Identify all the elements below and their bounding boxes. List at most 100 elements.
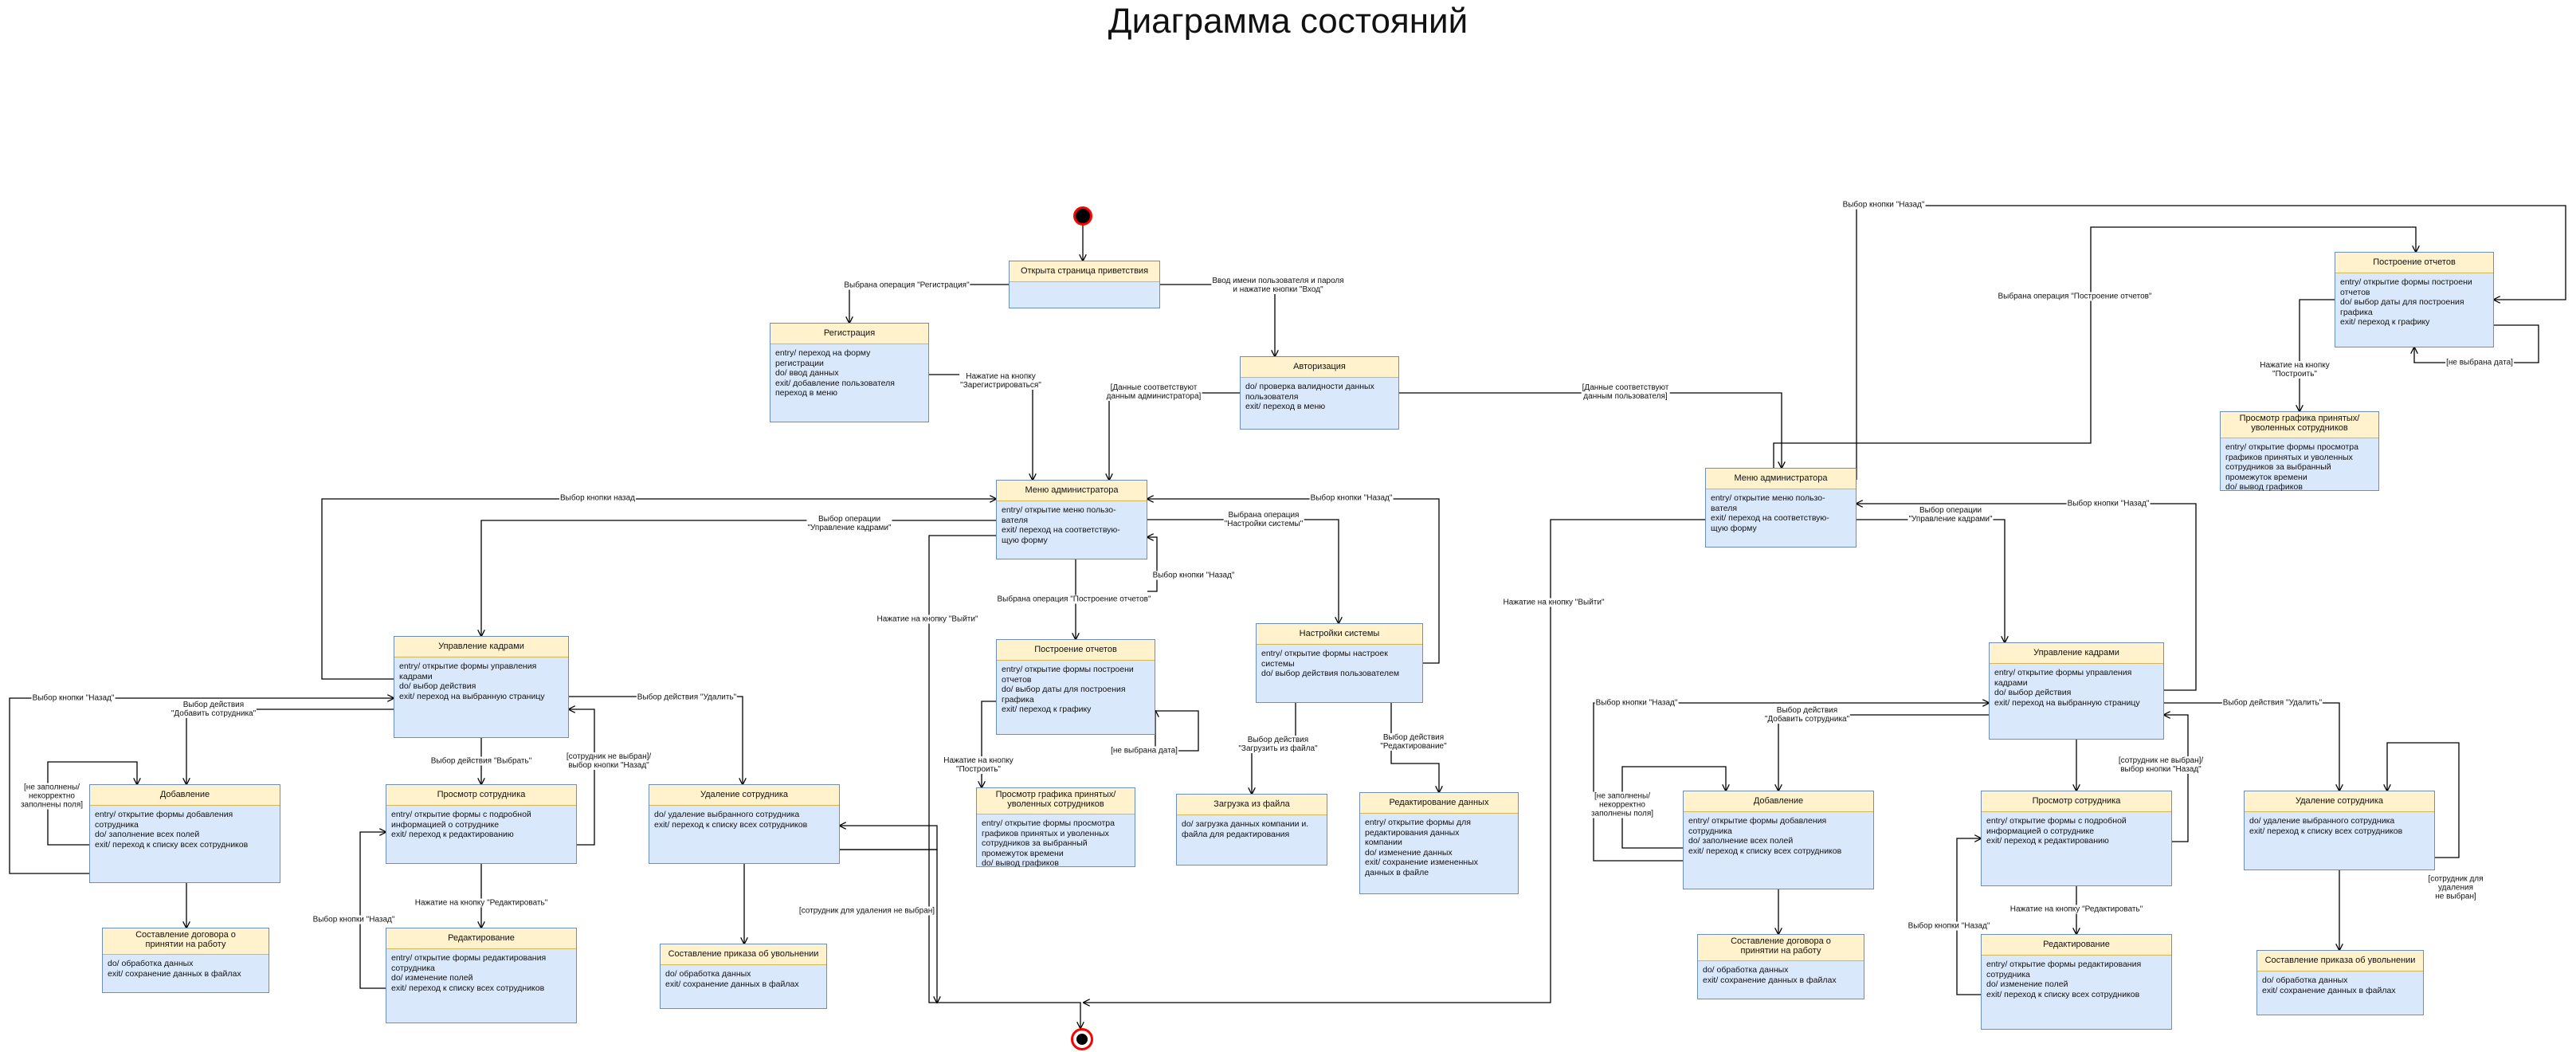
state-activities: do/ обработка данных exit/ сохранение да… bbox=[1703, 965, 1837, 985]
transition-label: [Данные соответствуют данным пользовател… bbox=[1581, 383, 1670, 401]
transition-arrow bbox=[1147, 537, 1158, 592]
state-activities bbox=[1010, 282, 1159, 290]
state-activities: entry/ переход на форму регистрации do/ … bbox=[775, 348, 895, 398]
state-activities: entry/ открытие формы настроек системы d… bbox=[1261, 649, 1400, 679]
state-name: Управление кадрами bbox=[394, 637, 568, 658]
transition-arrow bbox=[849, 284, 1009, 323]
state-welcome: Открыта страница приветствия bbox=[1009, 261, 1160, 308]
transition-arrow bbox=[2300, 299, 2335, 411]
transition-label: Выбор действия "Загрузить из файла" bbox=[1237, 736, 1319, 753]
state-name: Меню администратора bbox=[1706, 469, 1856, 489]
transition-arrow bbox=[1773, 226, 2416, 468]
state-name: Просмотр графика принятых/ уволенных сот… bbox=[2221, 412, 2378, 438]
state-name: Построение отчетов bbox=[997, 640, 1155, 661]
transition-label: Выбрана операция "Настройки системы" bbox=[1223, 511, 1304, 528]
state-name: Редактирование bbox=[386, 928, 576, 949]
transition-label: [не выбрана дата] bbox=[1110, 746, 1178, 756]
state-name: Настройки системы bbox=[1257, 624, 1422, 645]
state-settings: Настройки системы entry/ открытие формы н… bbox=[1256, 623, 1423, 703]
transition-label: Выбор кнопки "Назад" bbox=[1907, 921, 1991, 931]
transition-arrow bbox=[359, 832, 386, 989]
transition-label: Выбор действия "Удалить" bbox=[2221, 698, 2323, 708]
transition-arrow bbox=[569, 696, 743, 784]
transition-arrow bbox=[2164, 715, 2189, 842]
transition-arrow bbox=[1147, 499, 1440, 664]
state-name: Удаление сотрудника bbox=[649, 785, 839, 806]
state-activities: do/ обработка данных exit/ сохранение да… bbox=[2262, 975, 2396, 995]
transition-label: Выбор действия "Добавить сотрудника" bbox=[1763, 706, 1851, 724]
state-name: Открыта страница приветствия bbox=[1010, 261, 1159, 282]
transition-label: Выбрана операция "Построение отчетов" bbox=[996, 595, 1152, 604]
transition-label: Выбор операции "Управление кадрами" bbox=[806, 515, 892, 532]
transition-arrow bbox=[1856, 205, 2566, 480]
state-name: Добавление bbox=[90, 785, 280, 806]
transition-label: Выбор действия "Добавить сотрудника" bbox=[170, 701, 257, 718]
transition-label: Нажатие на кнопку "Зарегистрироваться" bbox=[959, 372, 1042, 390]
state-name: Редактирование bbox=[1982, 935, 2171, 956]
state-activities: do/ удаление выбранного сотрудника exit/… bbox=[654, 810, 808, 830]
transition-label: Выбор кнопки назад bbox=[559, 493, 637, 503]
transition-arrow bbox=[1593, 703, 1989, 862]
state-activities: entry/ открытие формы редактирования сот… bbox=[391, 953, 547, 993]
transition-label: Выбрана операция "Построение отчетов" bbox=[1997, 292, 2153, 301]
transition-label: [не заполнены/ некорректно заполнены пол… bbox=[1590, 791, 1655, 818]
state-name: Составление договора о принятии на работ… bbox=[1698, 935, 1864, 961]
transition-label: Выбор операции "Управление кадрами" bbox=[1907, 506, 1994, 524]
state-activities: entry/ открытие формы добавления сотрудн… bbox=[1688, 816, 1842, 856]
transition-label: [сотрудник для удаления не выбран] bbox=[2427, 874, 2484, 901]
state-activities: do/ обработка данных exit/ сохранение да… bbox=[108, 959, 241, 979]
state-name: Составление договора о принятии на работ… bbox=[103, 928, 269, 955]
transition-label: [сотрудник не выбран]/ выбор кнопки "Наз… bbox=[565, 752, 653, 770]
state-name: Составление приказа об увольнении bbox=[661, 944, 826, 965]
state-activities: entry/ открытие формы просмотра графиков… bbox=[2225, 442, 2358, 493]
transition-label: Нажатие на кнопку "Построить" bbox=[943, 756, 1014, 774]
transition-arrow bbox=[9, 698, 394, 874]
transition-arrow bbox=[1160, 284, 1275, 356]
transition-label: Выбор действия "Редактирование" bbox=[1379, 733, 1448, 751]
transition-arrow bbox=[1857, 504, 2197, 691]
state-activities: do/ проверка валидности данных пользоват… bbox=[1245, 382, 1374, 412]
transition-arrow bbox=[928, 535, 1080, 1028]
state-activities: entry/ открытие формы просмотра графиков… bbox=[982, 818, 1115, 869]
transition-label: Выбор действия "Удалить" bbox=[636, 693, 738, 702]
transition-arrow bbox=[1621, 766, 1726, 849]
transition-label: Выбор кнопки "Назад" bbox=[1309, 493, 1394, 503]
state-contract2: Составление договора о принятии на работ… bbox=[1697, 934, 1864, 999]
transition-label: Выбор кнопки "Назад" bbox=[2066, 499, 2151, 508]
state-name: Просмотр графика принятых/ уволенных сот… bbox=[977, 788, 1135, 815]
transition-arrow bbox=[840, 826, 938, 850]
transition-arrow bbox=[2164, 702, 2339, 791]
state-activities: do/ обработка данных exit/ сохранение да… bbox=[665, 969, 799, 989]
state-hr1: Управление кадрами entry/ открытие формы … bbox=[394, 636, 569, 738]
transition-label: [Данные соответствуют данным администрат… bbox=[1105, 383, 1202, 401]
state-activities: entry/ открытие формы добавления сотрудн… bbox=[95, 810, 249, 850]
transition-label: [не выбрана дата] bbox=[2445, 358, 2514, 367]
transition-label: Нажатие на кнопку "Выйти" bbox=[876, 614, 979, 624]
state-activities: do/ удаление выбранного сотрудника exit/… bbox=[2249, 816, 2403, 836]
transition-label: [сотрудник не выбран]/ выбор кнопки "Наз… bbox=[2117, 756, 2205, 774]
transition-arrow bbox=[1147, 519, 1339, 623]
transition-label: [не заполнены/ некорректно заполнены пол… bbox=[19, 783, 84, 810]
transition-arrow bbox=[1857, 519, 2005, 642]
diagram-title: Диаграмма состояний bbox=[1108, 2, 1468, 41]
transition-arrow bbox=[1399, 392, 1782, 468]
transition-arrow bbox=[569, 709, 595, 846]
transition-arrow bbox=[1084, 519, 1705, 1003]
state-name: Загрузка из файла bbox=[1177, 795, 1327, 815]
state-name: Просмотр сотрудника bbox=[1982, 791, 2171, 812]
transition-label: Выбор кнопки "Назад" bbox=[1594, 698, 1679, 708]
state-activities: entry/ открытие формы управления кадрами… bbox=[399, 661, 545, 701]
state-name: Управление кадрами bbox=[1990, 643, 2163, 664]
transition-label: Ввод имени пользователя и пароля и нажат… bbox=[1211, 277, 1345, 294]
transition-arrow bbox=[2387, 742, 2460, 858]
state-activities: do/ загрузка данных компании и. файла дл… bbox=[1182, 819, 1309, 839]
